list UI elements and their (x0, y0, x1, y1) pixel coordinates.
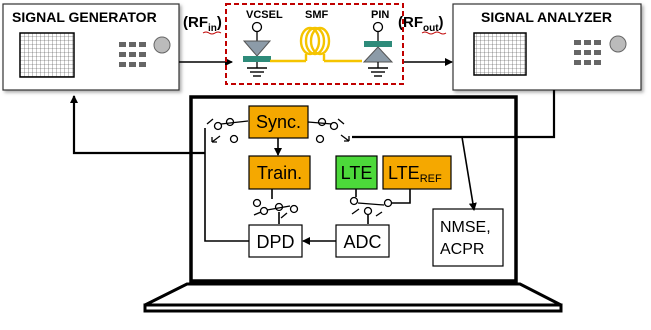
instrument-screen-icon (473, 32, 527, 76)
vcsel-label: VCSEL (246, 9, 283, 21)
dpd-block: DPD (248, 224, 303, 258)
spellcheck-underline (202, 31, 222, 35)
switch-icon (307, 117, 350, 144)
lte-ref-block: LTEREF (382, 155, 452, 190)
laptop-base (144, 282, 562, 307)
lte-label: LTE (341, 163, 373, 183)
acpr-label: ACPR (440, 241, 484, 258)
signal-analyzer-label: SIGNAL ANALYZER (481, 9, 612, 25)
nmse-label: NMSE, (440, 219, 491, 236)
analyzer-to-sync-wire (352, 90, 556, 139)
pin-label: PIN (371, 9, 389, 21)
signal-generator-label: SIGNAL GENERATOR (12, 9, 157, 25)
instrument-buttons-icon (119, 42, 146, 67)
optical-link: VCSEL SMF PIN (225, 3, 404, 85)
laptop-base-edge (143, 303, 563, 313)
signal-generator: SIGNAL GENERATOR (2, 3, 180, 91)
laptop-screen (189, 95, 518, 283)
lte-ref-label: LTEREF (388, 163, 442, 185)
lteref-to-switch-wire (392, 189, 411, 204)
rf-out-label: (RFout) (398, 14, 444, 34)
instrument-buttons-icon (574, 40, 601, 65)
ground-icon (247, 67, 267, 77)
train-block: Train. (248, 155, 311, 190)
adc-block: ADC (335, 224, 390, 258)
nmse-acpr-block: NMSE, ACPR (432, 208, 504, 267)
smf-label: SMF (305, 9, 329, 21)
instrument-knob-icon (609, 35, 627, 53)
instrument-knob-icon (153, 36, 171, 54)
dpd-label: DPD (256, 232, 294, 252)
dpd-feedback-wire (204, 128, 249, 242)
pin-photodiode-icon (362, 21, 394, 68)
optical-link-dashed-box (225, 3, 404, 85)
rf-in-label: (RFin) (183, 14, 222, 34)
laptop-icon (143, 95, 563, 313)
switch-icon (252, 198, 299, 219)
sync-block: Sync. (248, 105, 309, 139)
train-label: Train. (257, 163, 302, 183)
lte-block: LTE (335, 155, 378, 190)
sync-label: Sync. (256, 112, 301, 132)
spellcheck-underline (421, 31, 447, 35)
switch-icon (206, 117, 249, 144)
fiber-coil-icon (270, 26, 362, 63)
ground-icon (368, 67, 388, 77)
analyzer-to-nmse-arrow (461, 136, 477, 211)
instrument-screen-icon (19, 32, 75, 78)
switch-icon (349, 196, 393, 217)
signal-analyzer: SIGNAL ANALYZER (452, 3, 642, 91)
adc-label: ADC (343, 232, 381, 252)
dpd-to-generator-wire (70, 95, 205, 155)
vcsel-icon (242, 21, 272, 68)
